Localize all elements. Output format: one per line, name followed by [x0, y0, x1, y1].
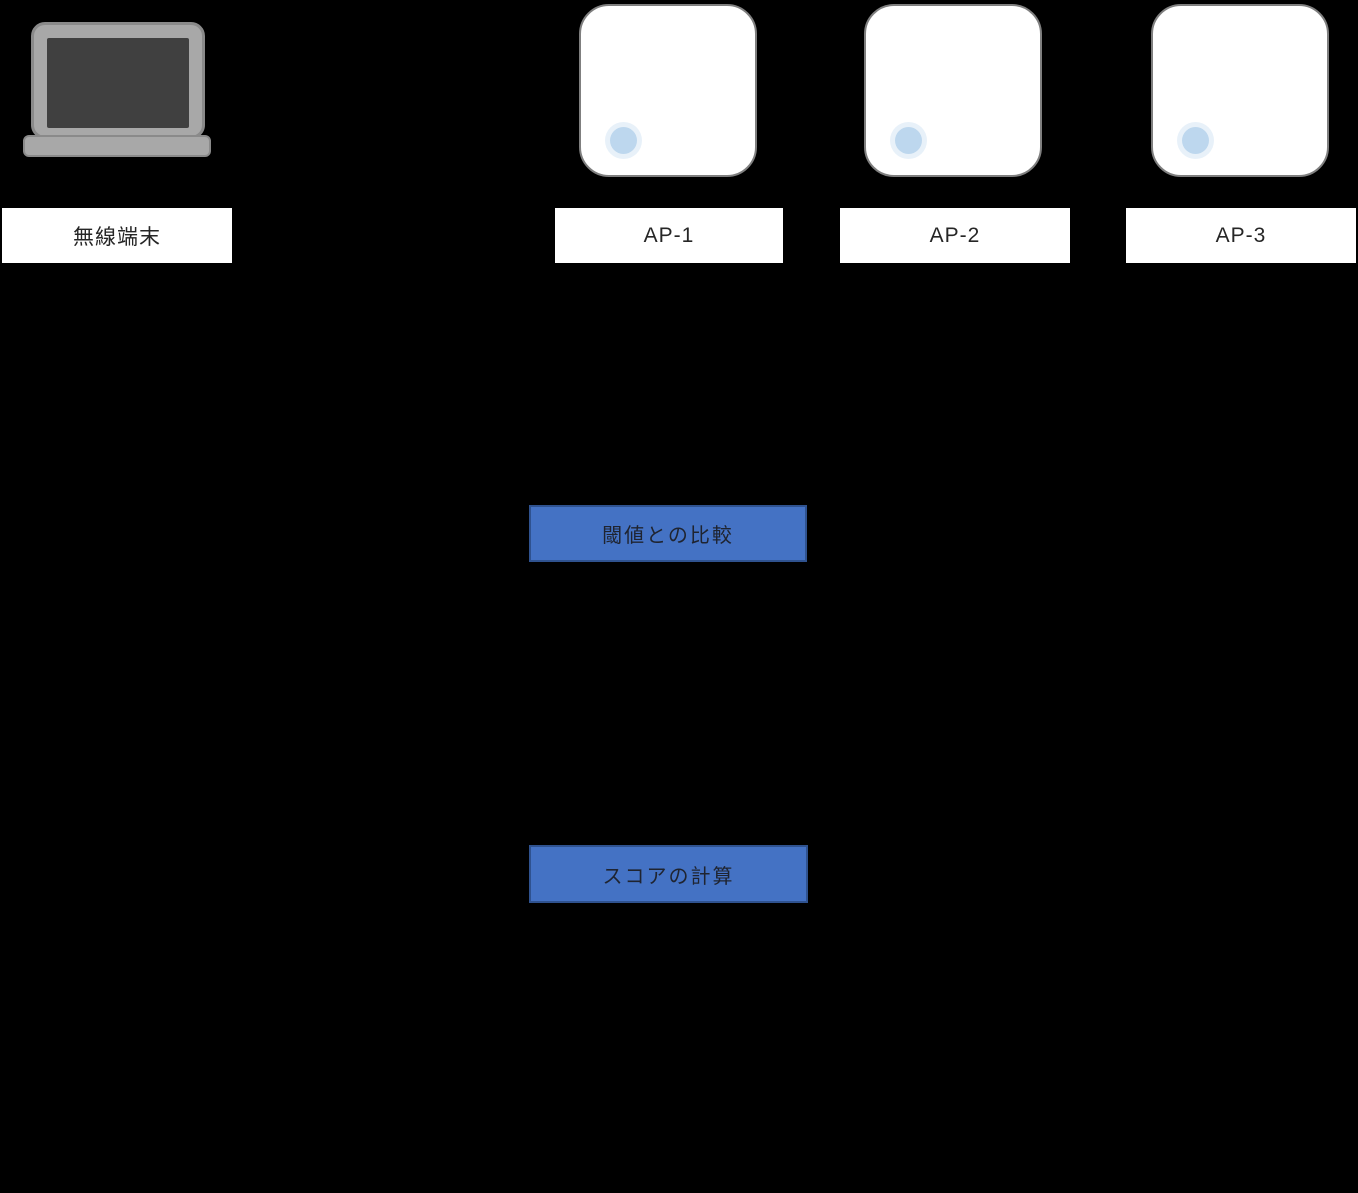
ap2-label: AP-2 — [840, 208, 1070, 263]
access-point-icon — [1151, 4, 1329, 177]
access-point-icon — [579, 4, 757, 177]
laptop-screen-frame — [31, 22, 205, 139]
ap1-label: AP-1 — [555, 208, 783, 263]
process-box-threshold-comparison: 閾値との比較 — [529, 505, 807, 562]
laptop-display — [47, 38, 189, 128]
status-led-icon — [895, 127, 922, 154]
status-led-icon — [610, 127, 637, 154]
process-box-score-calculation: スコアの計算 — [529, 845, 808, 903]
ap3-label: AP-3 — [1126, 208, 1356, 263]
wireless-terminal-label: 無線端末 — [2, 208, 232, 263]
access-point-icon — [864, 4, 1042, 177]
status-led-icon — [1182, 127, 1209, 154]
laptop-base — [23, 135, 211, 157]
laptop-icon — [0, 0, 240, 170]
